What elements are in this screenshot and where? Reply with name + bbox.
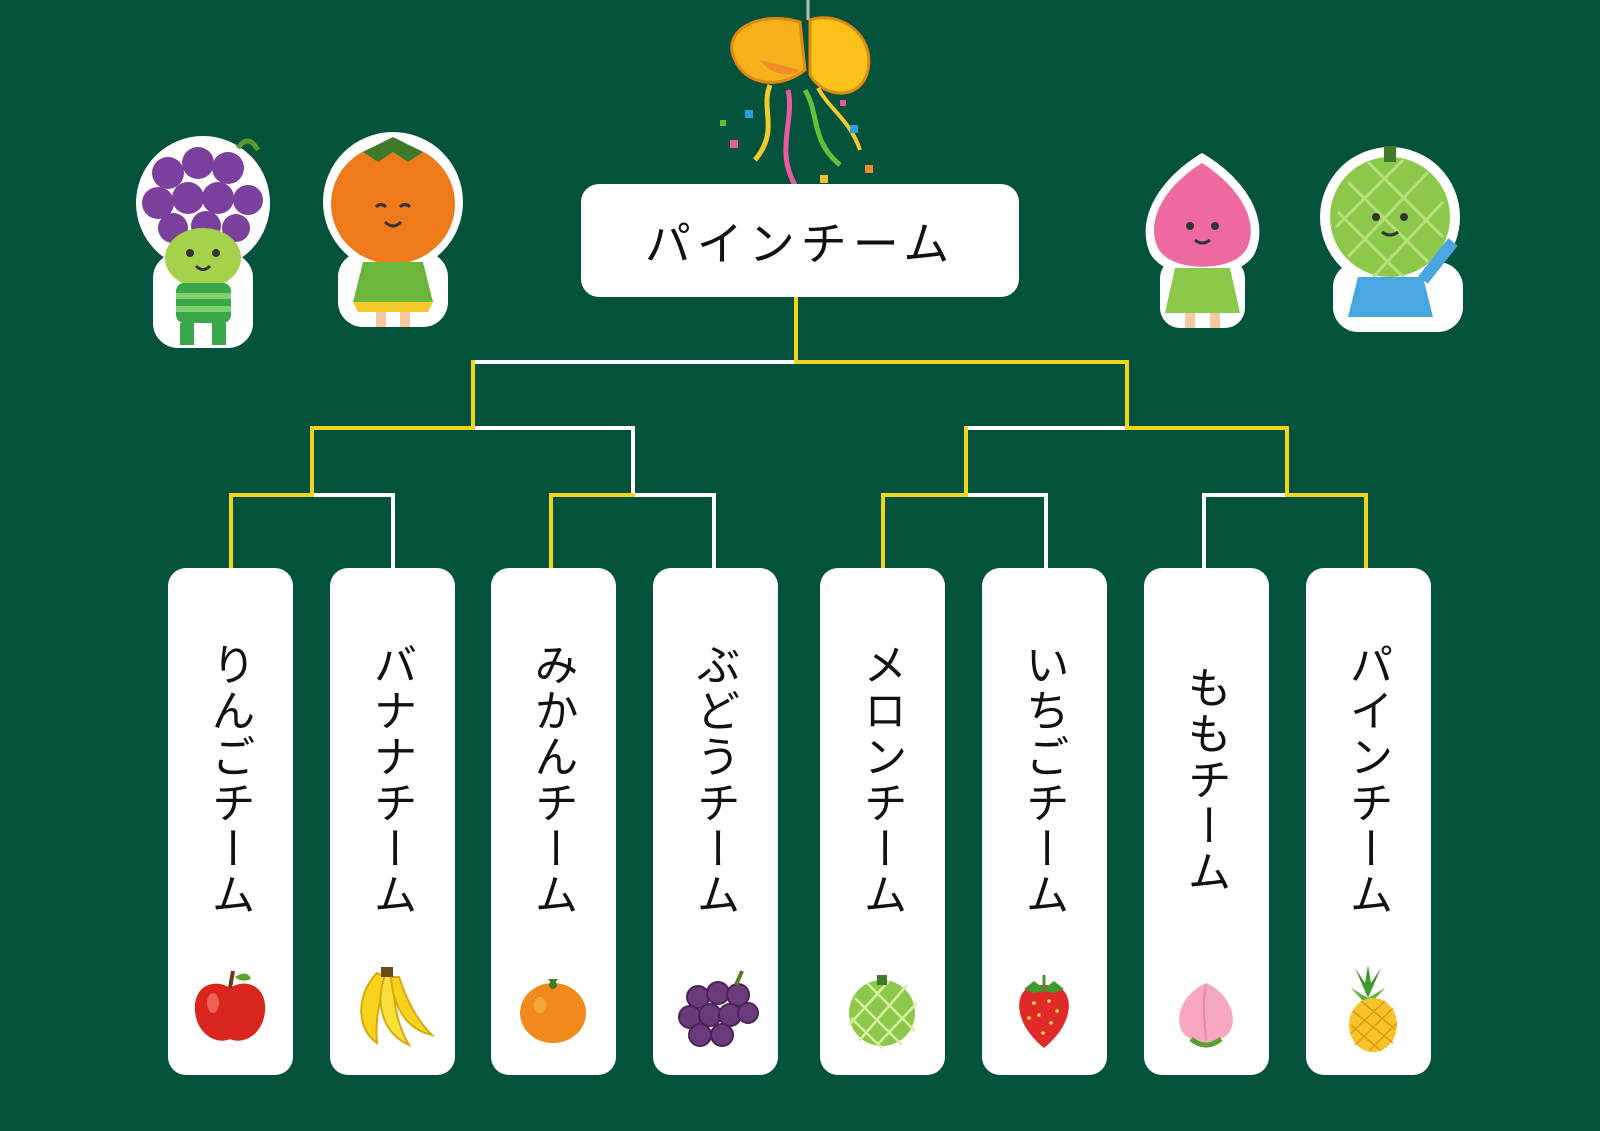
line-left-semi [310, 360, 475, 497]
grape-icon [678, 970, 759, 1047]
team-card-strawberry: いちごチーム [982, 568, 1107, 1075]
line-melon [881, 426, 968, 568]
line-semi-right-left [964, 426, 1129, 497]
grape-mascot-icon [136, 136, 270, 348]
team-name: みかんチーム [526, 642, 578, 918]
peach-icon [1179, 983, 1233, 1048]
line-mandarin [549, 493, 635, 568]
line-winner-stem [794, 297, 1129, 430]
team-name: メロンチーム [855, 642, 907, 918]
pineapple-icon [1349, 965, 1398, 1052]
team-card-banana: バナナチーム [330, 568, 455, 1075]
line-semi-left-right [471, 426, 635, 497]
team-name: ももチーム [1179, 665, 1231, 895]
team-card-mandarin: みかんチーム [491, 568, 616, 1075]
winner-team-name: パインチーム [644, 216, 956, 271]
line-qf-grape [631, 493, 716, 568]
team-card-grape: ぶどうチーム [653, 568, 778, 1075]
team-card-apple: りんごチーム [168, 568, 293, 1075]
melon-mascot-icon [1320, 146, 1463, 332]
kusudama-confetti-icon [720, 0, 873, 187]
line-qf-strawberry [964, 493, 1048, 568]
line-right-semi [1125, 426, 1289, 497]
team-card-peach: ももチーム [1144, 568, 1269, 1075]
team-name: りんごチーム [203, 642, 255, 918]
line-qf-banana [310, 493, 395, 568]
apple-icon [194, 970, 266, 1041]
line-apple [229, 493, 314, 568]
line-final-left [471, 360, 798, 430]
peach-mascot-icon [1145, 153, 1260, 328]
persimmon-mascot-icon [323, 132, 463, 327]
line-qf-peach [1202, 493, 1289, 568]
mandarin-orange-icon [520, 979, 586, 1043]
strawberry-icon [1019, 975, 1069, 1048]
team-card-melon: メロンチーム [820, 568, 945, 1075]
melon-icon [848, 975, 918, 1049]
banana-icon [360, 967, 436, 1048]
winner-card: パインチーム [581, 184, 1019, 297]
team-name: ぶどうチーム [688, 642, 740, 918]
team-name: パインチーム [1341, 642, 1393, 918]
line-pineapple [1285, 493, 1368, 568]
team-card-pineapple: パインチーム [1306, 568, 1431, 1075]
team-name: バナナチーム [365, 642, 417, 918]
team-name: いちごチーム [1017, 642, 1069, 918]
